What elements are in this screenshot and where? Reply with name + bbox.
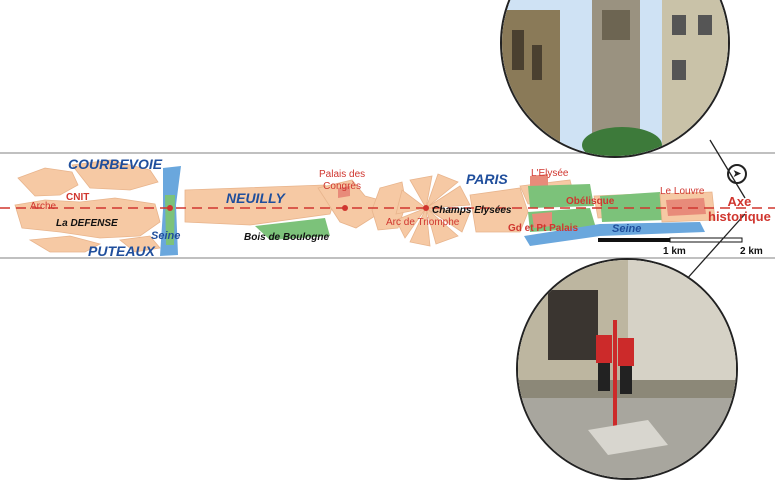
label-gd-pt-palais: Gd et Pt Palais: [508, 223, 579, 234]
label-axe-historique: Axe historique: [708, 194, 771, 224]
photo-axis-marker: [516, 258, 738, 480]
north-arrow-icon: ➤: [727, 164, 747, 184]
label-champs-elysees: Champs Elysées: [432, 205, 512, 216]
scale-label-2km: 2 km: [740, 246, 763, 257]
label-louvre: Le Louvre: [660, 186, 705, 197]
label-neuilly: NEUILLY: [226, 190, 285, 206]
label-arche: Arche: [30, 201, 57, 212]
etoile-star: [395, 173, 471, 247]
elysee-building: [530, 174, 548, 186]
axis-map: [0, 139, 775, 301]
label-paris: PARIS: [466, 171, 508, 187]
champs-gardens: [528, 184, 594, 208]
marker-photo-illustration: [518, 260, 736, 478]
label-bois-de-boulogne: Bois de Boulogne: [244, 232, 329, 243]
label-obelisque: Obélisque: [566, 196, 615, 207]
label-puteaux: PUTEAUX: [88, 243, 155, 259]
louvre-building: [666, 198, 706, 216]
label-palais-congres: Palais des Congrès: [319, 169, 366, 192]
label-courbevoie: COURBEVOIE: [68, 156, 163, 172]
scale-bar-1km: [598, 238, 670, 242]
la-defense-blocks: [14, 159, 161, 253]
label-la-defense: La DEFENSE: [56, 218, 118, 229]
label-elysee: L'Elysée: [531, 168, 569, 179]
scale-label-1km: 1 km: [663, 246, 686, 257]
seine-east: [524, 222, 705, 246]
label-cnit: CNIT: [66, 192, 90, 203]
label-seine-west: Seine: [151, 230, 181, 242]
tuileries: [600, 192, 665, 222]
bois-de-boulogne: [255, 218, 330, 240]
neuilly-block: [184, 184, 336, 226]
champs-block: [469, 187, 529, 233]
label-seine-east: Seine: [612, 223, 642, 235]
palais-congres-building: [338, 186, 350, 198]
label-arc-de-triomphe: Arc de Triomphe: [386, 217, 460, 228]
scale-bar-2km: [669, 237, 743, 243]
